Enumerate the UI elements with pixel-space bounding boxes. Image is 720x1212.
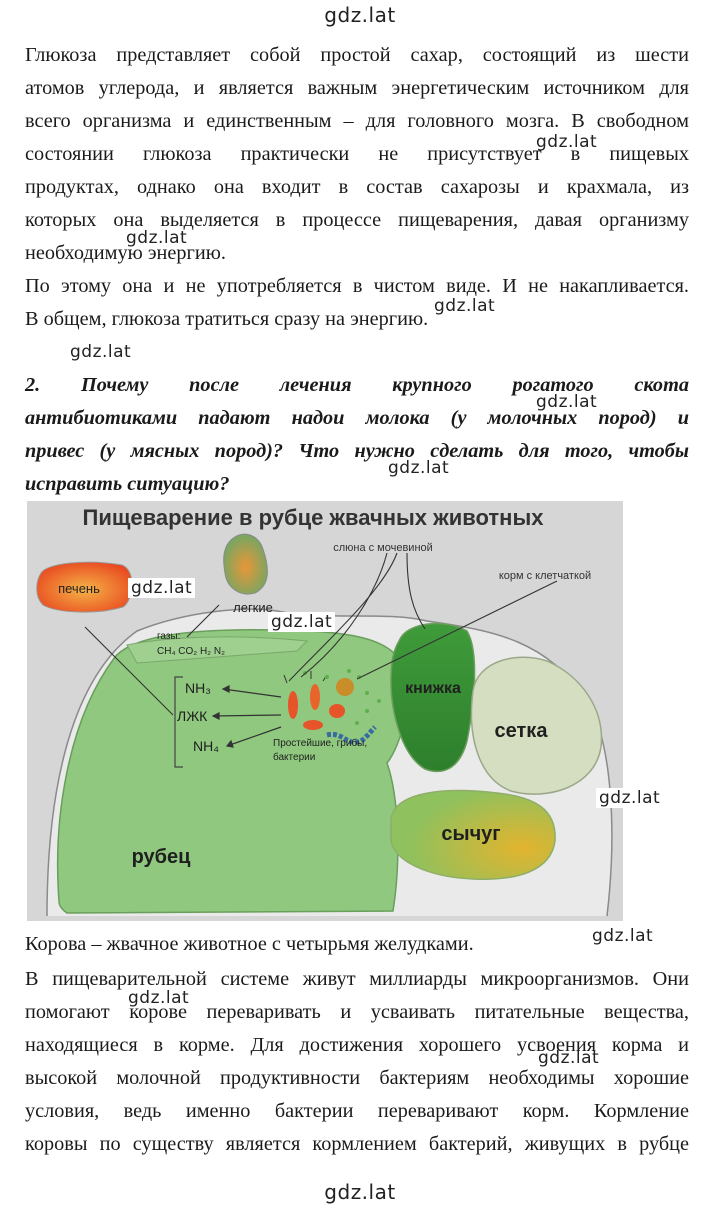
watermark: gdz.lat: [128, 988, 190, 1008]
liver-organ: [36, 561, 133, 613]
microbes-cluster: [283, 671, 377, 745]
text-line: В пищеварительной системе живут миллиард…: [25, 968, 689, 990]
gases-label: газы:: [157, 631, 180, 642]
watermark: gdz.lat: [536, 392, 598, 412]
text-line: необходимую энергию.: [25, 242, 226, 264]
feed-label: корм с клетчаткой: [499, 570, 591, 582]
text-line: высокой молочной продуктивности бактерия…: [25, 1067, 689, 1089]
pointer-lines: [84, 552, 558, 716]
question-line: антибиотиками падают надои молока (у мол…: [25, 407, 689, 429]
text-line: находящиеся в корме. Для достижения хоро…: [25, 1034, 689, 1056]
lungs-label: легкие: [233, 600, 273, 615]
text-line: коровы по существу является кормлением б…: [25, 1133, 689, 1155]
text-line: Глюкоза представляет собой простой сахар…: [25, 44, 689, 66]
abomasum-label: сычуг: [441, 823, 500, 845]
omasum-organ: [390, 622, 476, 773]
rumen-label: рубец: [132, 846, 192, 868]
watermark: gdz.lat: [70, 342, 132, 362]
watermark: gdz.lat: [592, 926, 654, 946]
paragraph-glucose-usage: По этому она и не употребляется в чистом…: [25, 270, 689, 336]
rumen-organ: [56, 628, 408, 914]
text-line: В общем, глюкоза тратиться сразу на энер…: [25, 308, 429, 330]
nh4-label: NH₄: [193, 738, 219, 754]
caption-cow: Корова – жвачное животное с четырьмя жел…: [25, 933, 474, 955]
watermark-top: gdz.lat: [324, 3, 396, 27]
reticulum-label: сетка: [495, 720, 549, 742]
watermark: gdz.lat: [536, 132, 598, 152]
question-2: 2. Почему после лечения крупного рогатог…: [25, 369, 689, 501]
vfa-label: ЛЖК: [177, 708, 208, 724]
text-line: состоянии глюкоза практически не присутс…: [25, 143, 689, 165]
watermark: gdz.lat: [268, 612, 336, 632]
text-line: условия, ведь именно бактерии переварива…: [25, 1100, 689, 1122]
question-line: привес (у мясных пород)? Что нужно сдела…: [25, 440, 689, 462]
gases-formula: CH₄ CO₂ H₂ N₂: [157, 646, 225, 657]
omasum-label: книжка: [405, 680, 461, 697]
watermark: gdz.lat: [596, 788, 664, 808]
microbes-label-2: бактерии: [273, 751, 315, 763]
watermark: gdz.lat: [434, 296, 496, 316]
saliva-label: слюна с мочевиной: [333, 542, 433, 554]
food-particles: [303, 669, 381, 725]
paragraph-glucose: Глюкоза представляет собой простой сахар…: [25, 39, 689, 270]
watermark: gdz.lat: [126, 228, 188, 248]
nh3-label: NH₃: [185, 680, 211, 696]
gas-layer: [126, 636, 309, 664]
text-line: помогают корове переваривать и усваивать…: [25, 1001, 689, 1023]
watermark: gdz.lat: [128, 578, 196, 598]
text-line: всего организма и единственным – для гол…: [25, 110, 689, 132]
product-arrows: [211, 685, 282, 748]
rumen-digestion-diagram: Пищеварение в рубце жвачных животных печ…: [27, 501, 623, 921]
question-line: исправить ситуацию?: [25, 473, 230, 495]
watermark: gdz.lat: [538, 1048, 600, 1068]
watermark: gdz.lat: [388, 458, 450, 478]
products-bracket: [174, 676, 183, 768]
lungs-organ: [223, 533, 268, 595]
abomasum-organ: [390, 789, 556, 880]
paragraph-microorganisms: В пищеварительной системе живут миллиард…: [25, 963, 689, 1161]
text-line: которых она выделяется в процессе пищева…: [25, 209, 689, 231]
diagram-title: Пищеварение в рубце жвачных животных: [83, 505, 545, 530]
watermark-bottom: gdz.lat: [324, 1180, 396, 1204]
text-line: атомов углерода, и является важным энерг…: [25, 77, 689, 99]
liver-label: печень: [58, 581, 100, 596]
text-line: продуктах, однако она входит в состав са…: [25, 176, 689, 198]
question-line: 2. Почему после лечения крупного рогатог…: [25, 374, 689, 396]
reticulum-organ: [470, 656, 603, 795]
microbes-label-1: Простейшие, грибы,: [273, 737, 367, 749]
text-line: По этому она и не употребляется в чистом…: [25, 275, 689, 297]
